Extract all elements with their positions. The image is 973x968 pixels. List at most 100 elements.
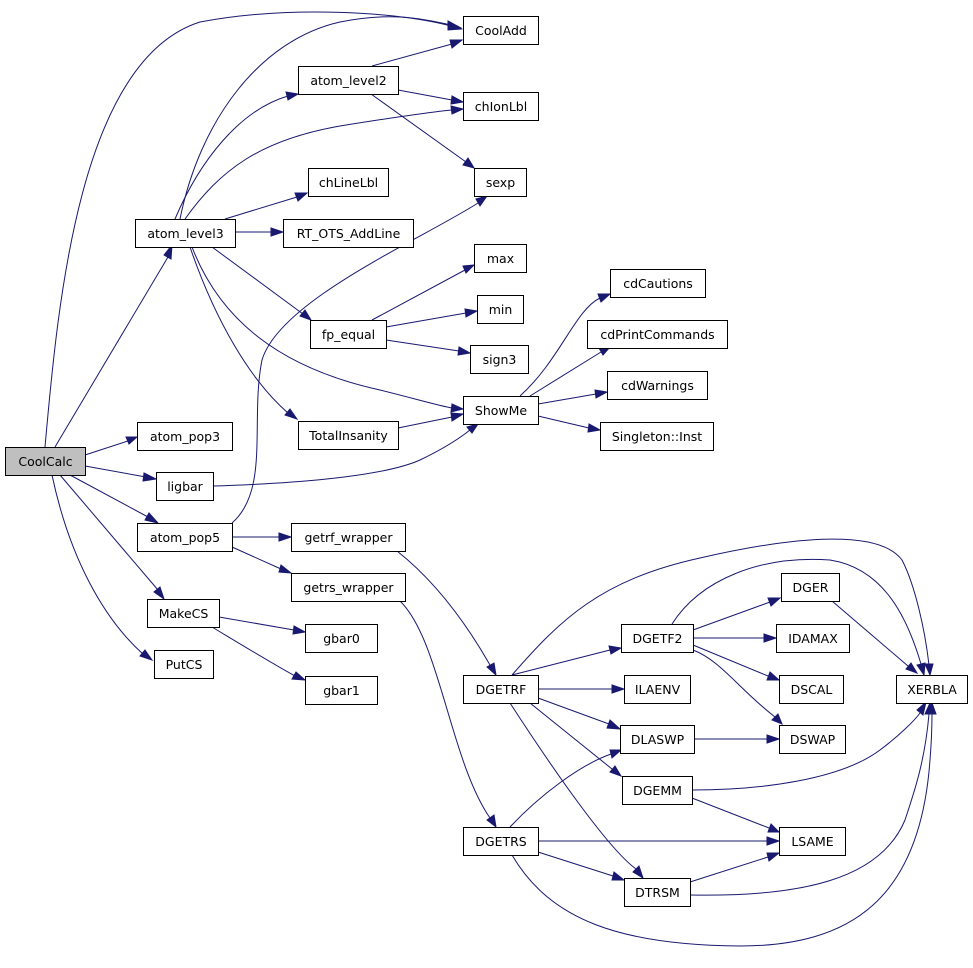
node-getrf_wrapper[interactable]: getrf_wrapper	[291, 523, 406, 552]
node-DGETRS[interactable]: DGETRS	[463, 827, 539, 856]
node-chIonLbl[interactable]: chIonLbl	[463, 92, 539, 121]
node-CoolAdd[interactable]: CoolAdd	[463, 16, 539, 45]
node-box[interactable]	[607, 371, 708, 400]
node-gbar1[interactable]: gbar1	[305, 676, 378, 705]
node-box[interactable]	[147, 599, 220, 628]
node-box[interactable]	[463, 92, 539, 121]
node-box[interactable]	[474, 244, 527, 273]
node-TotalInsanity[interactable]: TotalInsanity	[298, 421, 399, 450]
node-box[interactable]	[463, 827, 539, 856]
edge-MakeCS-to-gbar1	[211, 626, 307, 681]
edge-ShowMe-to-cdCautions	[519, 293, 612, 397]
node-sexp[interactable]: sexp	[474, 168, 527, 197]
node-box[interactable]	[137, 523, 233, 552]
node-DGETF2[interactable]: DGETF2	[621, 624, 694, 653]
node-DLASWP[interactable]: DLASWP	[620, 725, 695, 754]
node-DGER[interactable]: DGER	[781, 573, 840, 602]
node-box[interactable]	[135, 219, 236, 248]
node-box[interactable]	[620, 725, 695, 754]
node-box[interactable]	[779, 725, 846, 754]
node-box[interactable]	[463, 16, 539, 45]
edge-arrowhead	[278, 564, 293, 574]
node-box[interactable]	[291, 573, 406, 602]
edge-line	[396, 550, 491, 666]
node-ShowMe[interactable]: ShowMe	[463, 396, 539, 425]
edge-line	[537, 393, 597, 405]
node-gbar0[interactable]: gbar0	[305, 624, 378, 653]
node-box[interactable]	[621, 624, 694, 653]
node-box[interactable]	[781, 573, 840, 602]
edge-line	[689, 856, 769, 883]
node-XERBLA[interactable]: XERBLA	[896, 675, 968, 704]
edge-line	[399, 600, 491, 819]
node-min[interactable]: min	[477, 295, 524, 324]
node-box[interactable]	[463, 396, 539, 425]
node-atom_level2[interactable]: atom_level2	[298, 66, 399, 95]
node-max[interactable]: max	[474, 244, 527, 273]
node-cdPrintCommands[interactable]: cdPrintCommands	[587, 320, 728, 349]
node-box[interactable]	[610, 269, 706, 298]
node-box[interactable]	[5, 447, 86, 476]
node-label: sign3	[483, 352, 517, 367]
node-LSAME[interactable]: LSAME	[779, 827, 846, 856]
node-box[interactable]	[624, 675, 691, 704]
node-box[interactable]	[587, 320, 728, 349]
node-box[interactable]	[308, 168, 389, 197]
edge-line	[231, 202, 479, 524]
edge-arrowhead	[771, 713, 783, 725]
node-cdCautions[interactable]: cdCautions	[610, 269, 706, 298]
edge-arrowhead	[611, 684, 626, 694]
node-box[interactable]	[137, 422, 233, 451]
node-chLineLbl[interactable]: chLineLbl	[308, 168, 389, 197]
edge-arrowhead	[594, 389, 609, 399]
node-DGETRF[interactable]: DGETRF	[463, 675, 539, 704]
node-ligbar[interactable]: ligbar	[156, 472, 214, 501]
node-box[interactable]	[779, 675, 844, 704]
node-box[interactable]	[283, 219, 414, 248]
node-box[interactable]	[600, 422, 714, 451]
node-box[interactable]	[779, 827, 846, 856]
edge-DGETRF-to-DGETF2	[511, 645, 623, 676]
node-box[interactable]	[156, 472, 214, 501]
node-cdWarnings[interactable]: cdWarnings	[607, 371, 708, 400]
node-box[interactable]	[622, 776, 693, 805]
node-box[interactable]	[477, 295, 524, 324]
node-DSCAL[interactable]: DSCAL	[779, 675, 844, 704]
edge-arrowhead	[450, 412, 465, 422]
node-atom_pop3[interactable]: atom_pop3	[137, 422, 233, 451]
node-CoolCalc[interactable]: CoolCalc	[5, 447, 86, 476]
node-box[interactable]	[298, 421, 399, 450]
node-Singleton_Inst[interactable]: Singleton::Inst	[600, 422, 714, 451]
node-ILAENV[interactable]: ILAENV	[624, 675, 691, 704]
node-fp_equal[interactable]: fp_equal	[310, 320, 387, 349]
edge-CoolCalc-to-atom_pop5	[69, 474, 160, 524]
node-box[interactable]	[896, 675, 968, 704]
node-box[interactable]	[291, 523, 406, 552]
node-box[interactable]	[305, 676, 378, 705]
node-DTRSM[interactable]: DTRSM	[624, 878, 691, 907]
node-box[interactable]	[624, 878, 691, 907]
node-atom_level3[interactable]: atom_level3	[135, 219, 236, 248]
node-atom_pop5[interactable]: atom_pop5	[137, 523, 233, 552]
node-box[interactable]	[776, 624, 850, 653]
edge-atom_level3-to-chLineLbl	[224, 192, 309, 220]
node-RT_OTS_AddLine[interactable]: RT_OTS_AddLine	[283, 219, 414, 248]
node-box[interactable]	[305, 624, 378, 653]
edge-line	[511, 649, 611, 676]
node-box[interactable]	[298, 66, 399, 95]
node-box[interactable]	[154, 650, 214, 679]
node-PutCS[interactable]: PutCS	[154, 650, 214, 679]
node-MakeCS[interactable]: MakeCS	[147, 599, 220, 628]
node-box[interactable]	[470, 345, 529, 374]
node-DSWAP[interactable]: DSWAP	[779, 725, 846, 754]
node-DGEMM[interactable]: DGEMM	[622, 776, 693, 805]
node-sign3[interactable]: sign3	[470, 345, 529, 374]
node-IDAMAX[interactable]: IDAMAX	[776, 624, 850, 653]
edge-line	[224, 196, 298, 220]
node-getrs_wrapper[interactable]: getrs_wrapper	[291, 573, 406, 602]
edge-DGETF2-to-IDAMAX	[693, 633, 778, 643]
node-box[interactable]	[310, 320, 387, 349]
node-box[interactable]	[474, 168, 527, 197]
node-box[interactable]	[463, 675, 539, 704]
